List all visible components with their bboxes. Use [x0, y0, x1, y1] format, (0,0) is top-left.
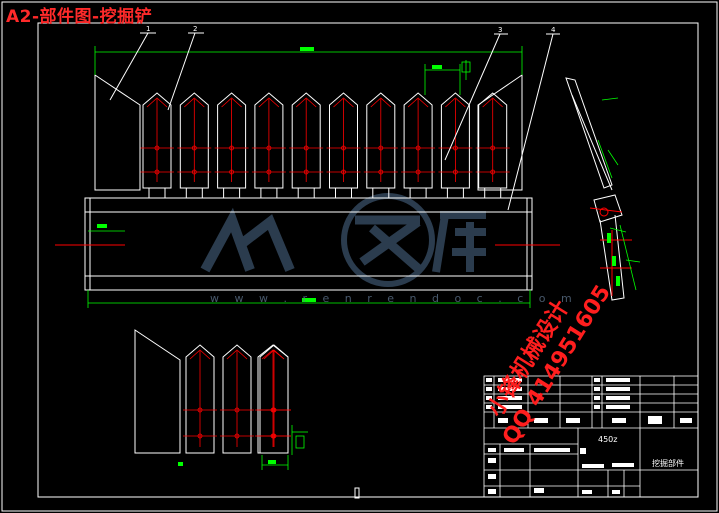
detail-view	[183, 344, 291, 454]
title-block-scale: 450z	[598, 435, 617, 444]
watermark-url: w w w . r e n r e n d o c . c o m	[210, 292, 578, 305]
right-end-plate	[477, 74, 523, 191]
title-block-part-name: 挖掘部件	[652, 458, 684, 468]
title-block	[483, 375, 699, 498]
shovel-tooth	[183, 344, 217, 454]
dimension-lines	[87, 46, 531, 308]
watermark-logo	[200, 193, 486, 287]
tooth-bracket	[260, 187, 278, 199]
detail-dims	[178, 425, 308, 470]
shovel-tooth	[401, 92, 436, 189]
shovel-tooth	[289, 92, 324, 189]
detail-end-plate	[134, 329, 181, 454]
tooth-bracket	[185, 187, 203, 199]
shovel-teeth-row	[140, 92, 510, 199]
shovel-tooth	[251, 92, 286, 189]
shovel-tooth	[475, 92, 510, 189]
drawing-title: A2-部件图-挖掘铲	[6, 7, 153, 27]
tooth-bracket	[409, 187, 427, 199]
shovel-tooth	[363, 92, 398, 189]
shovel-tooth	[255, 344, 291, 454]
shovel-tooth	[220, 344, 254, 454]
shovel-tooth	[140, 92, 174, 189]
main-beam	[55, 197, 560, 291]
shovel-tooth	[214, 92, 249, 189]
left-end-plate	[94, 74, 141, 191]
main-view-mark	[354, 487, 360, 499]
tooth-bracket	[446, 187, 464, 199]
callout-3: 3	[498, 26, 502, 34]
callout-4: 4	[551, 26, 556, 34]
shovel-tooth	[438, 92, 473, 189]
shovel-tooth	[177, 92, 212, 189]
leader-lines	[109, 32, 560, 211]
tooth-bracket	[297, 187, 315, 199]
tooth-bracket	[223, 187, 241, 199]
tooth-bracket	[148, 187, 166, 199]
tooth-bracket	[335, 187, 352, 199]
callout-1: 1	[146, 25, 150, 33]
inner-border	[37, 22, 699, 498]
side-view-dims	[597, 97, 641, 291]
side-view	[565, 77, 632, 301]
shovel-tooth	[326, 92, 361, 189]
shovel-tooth	[257, 344, 291, 454]
callout-2: 2	[193, 25, 197, 33]
title-block-fills	[486, 378, 692, 494]
